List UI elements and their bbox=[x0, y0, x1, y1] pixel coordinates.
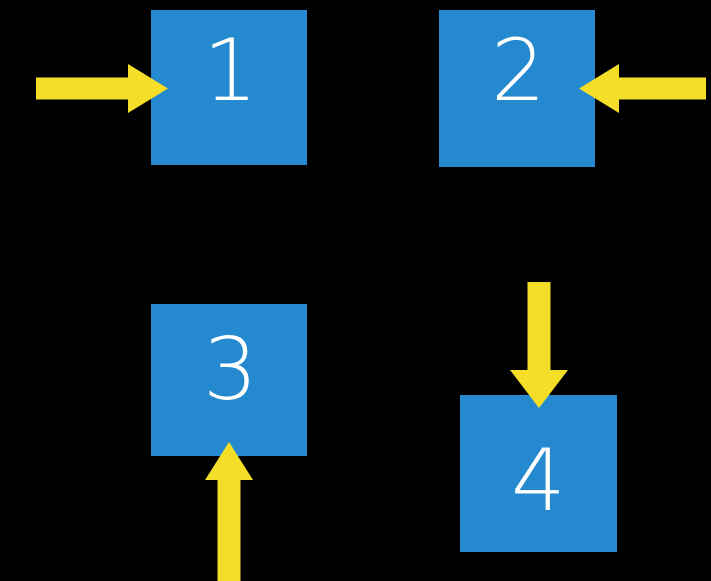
arrow-down-icon bbox=[510, 282, 568, 408]
node-label-1: 1 bbox=[203, 21, 258, 121]
node-box-4[interactable] bbox=[460, 395, 617, 552]
node-box-1[interactable] bbox=[151, 10, 307, 165]
node-label-2: 2 bbox=[491, 21, 546, 121]
node-label-4: 4 bbox=[511, 431, 566, 531]
node-box-3[interactable] bbox=[151, 304, 307, 456]
arrow-up-icon bbox=[205, 442, 253, 581]
arrow-right-icon bbox=[36, 64, 168, 113]
node-label-3: 3 bbox=[203, 320, 258, 420]
node-box-2[interactable] bbox=[439, 10, 595, 167]
arrow-left-icon bbox=[579, 64, 706, 113]
